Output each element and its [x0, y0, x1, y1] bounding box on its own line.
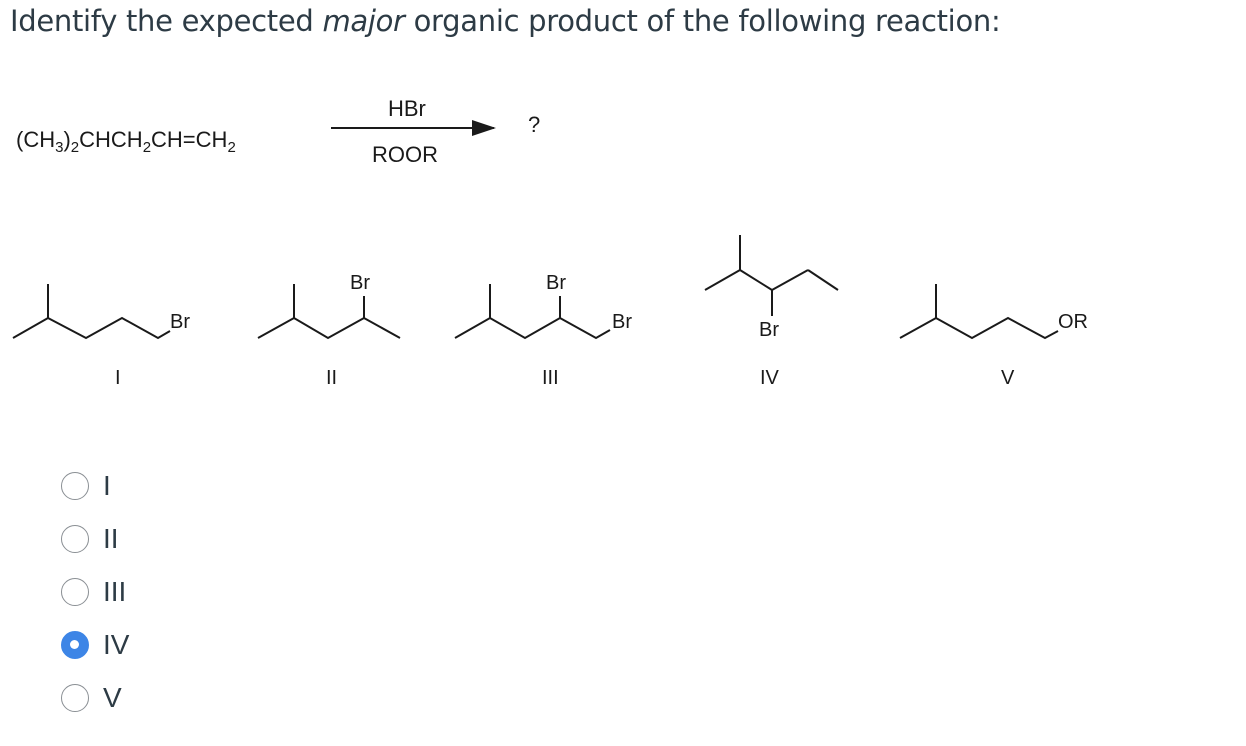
option-V[interactable]: V: [61, 671, 129, 724]
structure-V-label: OR: [1058, 311, 1088, 333]
question-suffix: organic product of the following reactio…: [404, 4, 1001, 38]
reagent-below: ROOR: [372, 142, 438, 167]
radio-button[interactable]: [61, 683, 89, 712]
option-label: V: [103, 681, 122, 713]
structure-II-label: Br: [350, 272, 370, 294]
option-III[interactable]: III: [61, 565, 129, 618]
structure-I-numeral: I: [115, 367, 121, 389]
structure-IV-label: Br: [759, 319, 779, 341]
structure-II-numeral: II: [326, 367, 337, 389]
option-I[interactable]: I: [61, 459, 129, 512]
reaction-scheme: (CH3)2CHCH2CH=CH2 HBr ROOR ? Br I Br II …: [12, 96, 1088, 389]
option-II[interactable]: II: [61, 512, 129, 565]
structure-V: [899, 284, 1059, 340]
structure-III-label-right: Br: [612, 311, 632, 333]
option-label: IV: [103, 628, 130, 660]
question-text: Identify the expected major organic prod…: [10, 4, 1001, 38]
structure-IV: [704, 235, 839, 316]
radio-button[interactable]: [61, 630, 89, 659]
structure-I-label: Br: [170, 311, 190, 333]
reactant-formula: (CH3)2CHCH2CH=CH2: [16, 127, 236, 156]
structure-I: [12, 284, 171, 340]
radio-button[interactable]: [61, 524, 89, 553]
option-IV[interactable]: IV: [61, 618, 129, 671]
option-label: I: [103, 469, 111, 501]
structure-III-numeral: III: [542, 367, 559, 389]
structure-II: [257, 284, 401, 340]
structure-III: [454, 284, 611, 340]
answer-options: I II III IV V: [61, 459, 129, 724]
radio-button[interactable]: [61, 577, 89, 606]
product-unknown: ?: [528, 112, 540, 137]
structure-III-label-top: Br: [546, 272, 566, 294]
question-prefix: Identify the expected: [10, 4, 323, 38]
structure-IV-numeral: IV: [760, 367, 780, 389]
structure-V-numeral: V: [1001, 367, 1015, 389]
option-label: II: [103, 522, 119, 554]
option-label: III: [103, 575, 127, 607]
reagent-above: HBr: [388, 96, 426, 121]
radio-button[interactable]: [61, 471, 89, 500]
question-emphasis: major: [322, 4, 405, 38]
